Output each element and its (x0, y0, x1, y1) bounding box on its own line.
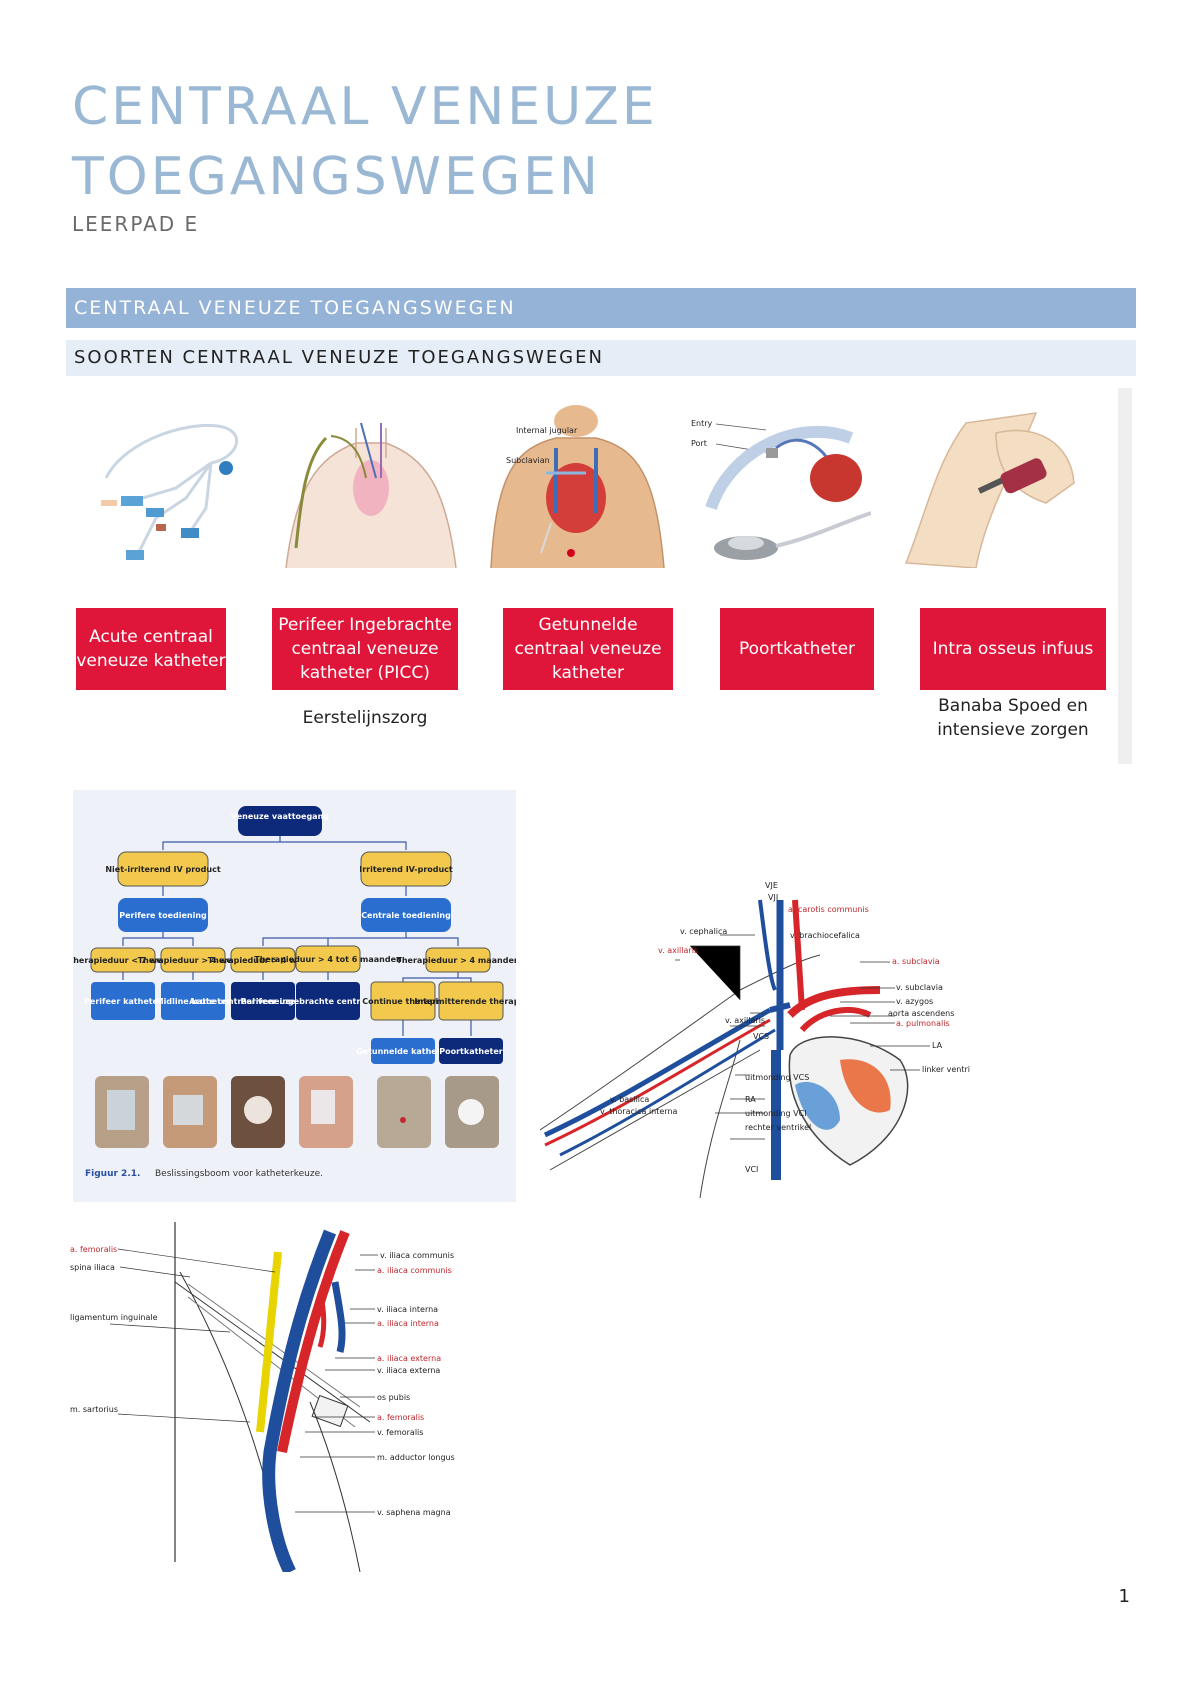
label-intraosseous: Intra osseus infuus (920, 608, 1106, 690)
thorax-left-0: v. cephalica (680, 927, 727, 936)
thorax-mid-6: VCI (745, 1165, 758, 1174)
tree-root: Veneuze vaattoegang (231, 812, 329, 821)
thorax-mid-4: uitmonding VCI (745, 1109, 807, 1118)
intraosseous-illustration (904, 412, 1075, 568)
thorax-right-4: a. pulmonalis (896, 1019, 950, 1028)
heading-2-bar: SOORTEN CENTRAAL VENEUZE TOEGANGSWEGEN (66, 340, 1136, 376)
groin-right-4: a. iliaca externa (377, 1354, 441, 1363)
tree-l4-3: Perifeer ingebrachte centrale katheter (240, 997, 415, 1006)
thorax-mid-5: rechter ventrikel (745, 1123, 811, 1132)
tree-l4-4: Continue therapie (362, 997, 444, 1006)
caption-intraosseous: Banaba Spoed en intensieve zorgen (937, 696, 1089, 740)
thorax-right-6: linker ventrikel (922, 1065, 970, 1074)
groin-anatomy-svg: a. femoralis spina iliaca ligamentum ing… (70, 1222, 455, 1575)
tree-l4-5: Intermitterende therapie (414, 997, 516, 1006)
thorax-mid-1: VCS (753, 1032, 769, 1041)
thorax-top-2: a. carotis communis (788, 905, 869, 914)
page-title: CENTRAAL VENEUZE TOEGANGSWEGEN (72, 72, 658, 212)
label-picc: Perifeer Ingebrachte centraal veneuze ka… (272, 608, 458, 690)
groin-right-3: a. iliaca interna (377, 1319, 439, 1328)
thorax-right-0: a. subclavia (892, 957, 940, 966)
tree-l3-1: Therapieduur > 4 weken (138, 956, 249, 965)
thorax-top-1: VJI (768, 893, 778, 902)
groin-right-0: v. iliaca communis (380, 1251, 454, 1260)
groin-left-3: m. sartorius (70, 1405, 118, 1414)
thorax-right-5: LA (932, 1041, 943, 1050)
tree-l2-0: Perifere toediening (119, 911, 207, 920)
tree-l1-0: Niet-irriterend IV product (105, 865, 220, 874)
thorax-left-2: v. basilica (610, 1095, 649, 1104)
port-catheter-illustration: Entry Port (691, 419, 871, 560)
page-number: 1 (1118, 1586, 1130, 1607)
thorax-left-3: v. thoracica interna (600, 1107, 678, 1116)
tree-l3-0: Therapieduur < 7 weken (73, 956, 179, 965)
svg-text:Port: Port (691, 439, 707, 448)
svg-text:Internal jugular: Internal jugular (516, 426, 578, 435)
groin-right-8: v. femoralis (377, 1428, 423, 1437)
thorax-right-3: aorta ascendens (888, 1009, 954, 1018)
groin-left-1: spina iliaca (70, 1263, 115, 1272)
label-port-catheter: Poortkatheter (720, 608, 874, 690)
tree-l1-1: Irriterend IV-product (359, 865, 453, 874)
tree-l4-0: Perifeer katheter (84, 997, 162, 1006)
tunneled-cvc-illustration: Internal jugular Subclavian (490, 405, 665, 568)
tree-l3-3: Therapieduur > 4 tot 6 maanden (254, 955, 402, 964)
acute-cvc-illustration (101, 423, 239, 560)
caption-picc: Eerstelijnszorg (302, 708, 428, 728)
tree-l3-4: Therapieduur > 4 maanden (396, 956, 516, 965)
title-line-2: TOEGANGSWEGEN (72, 147, 601, 207)
thorax-anatomy-svg: VJE VJI a. carotis communis v. brachioce… (539, 881, 981, 1199)
thorax-mid-0: v. axillaris (725, 1016, 765, 1025)
groin-right-10: v. saphena magna (377, 1508, 451, 1517)
label-acute-cvc: Acute centraal veneuze katheter (76, 608, 226, 690)
catheter-types-strip: Internal jugular Subclavian Entry Port A… (66, 388, 1136, 764)
decision-tree-photos (95, 1076, 499, 1148)
thorax-mid-3: RA (745, 1095, 756, 1104)
tree-l4-1: Midline katheter (156, 997, 231, 1006)
groin-right-2: v. iliaca interna (377, 1305, 438, 1314)
thorax-left-1: v. axillaris (658, 946, 698, 955)
groin-right-6: os pubis (377, 1393, 410, 1402)
title-line-1: CENTRAAL VENEUZE (72, 77, 658, 137)
page-subtitle: LEERPAD E (72, 212, 200, 236)
label-tunneled-cvc: Getunnelde centraal veneuze katheter (503, 608, 673, 690)
groin-left-2: ligamentum inguinale (70, 1313, 158, 1322)
svg-text:Entry: Entry (691, 419, 713, 428)
groin-right-7: a. femoralis (377, 1413, 424, 1422)
decision-tree-svg: Veneuze vaattoegang Niet-irriterend IV p… (68, 806, 528, 1179)
thorax-top-3: v. brachiocefalica (790, 931, 860, 940)
tree-caption-text: Beslissingsboom voor katheterkeuze. (155, 1169, 323, 1179)
groin-right-1: a. iliaca communis (377, 1266, 452, 1275)
strip-scroll-edge (1118, 388, 1132, 764)
groin-right-9: m. adductor longus (377, 1453, 455, 1462)
groin-right-5: v. iliaca externa (377, 1366, 440, 1375)
tree-caption-prefix: Figuur 2.1. (85, 1169, 140, 1179)
thorax-mid-2: uitmonding VCS (745, 1073, 809, 1082)
thorax-right-2: v. azygos (896, 997, 933, 1006)
heading-1-bar: CENTRAAL VENEUZE TOEGANGSWEGEN (66, 288, 1136, 328)
tree-l3-2: Therapieduur > 4 weken (208, 956, 319, 965)
picc-illustration (285, 422, 457, 568)
thorax-anatomy-figure: VJE VJI a. carotis communis v. brachioce… (539, 880, 981, 1199)
thorax-top-0: VJE (765, 881, 778, 890)
tree-l4-2: Acute centraal veneuze katheter (189, 997, 337, 1006)
thorax-right-1: v. subclavia (896, 983, 943, 992)
decision-tree-figure: Veneuze vaattoegang Niet-irriterend IV p… (68, 790, 528, 1202)
groin-left-0: a. femoralis (70, 1245, 117, 1254)
svg-text:Subclavian: Subclavian (506, 456, 550, 465)
groin-anatomy-figure: a. femoralis spina iliaca ligamentum ing… (70, 1222, 490, 1575)
tree-l2-1: Centrale toediening (361, 911, 451, 920)
tree-l5-0: Getunnelde katheter (356, 1047, 450, 1056)
tree-l5-1: Poortkatheter (439, 1047, 503, 1056)
